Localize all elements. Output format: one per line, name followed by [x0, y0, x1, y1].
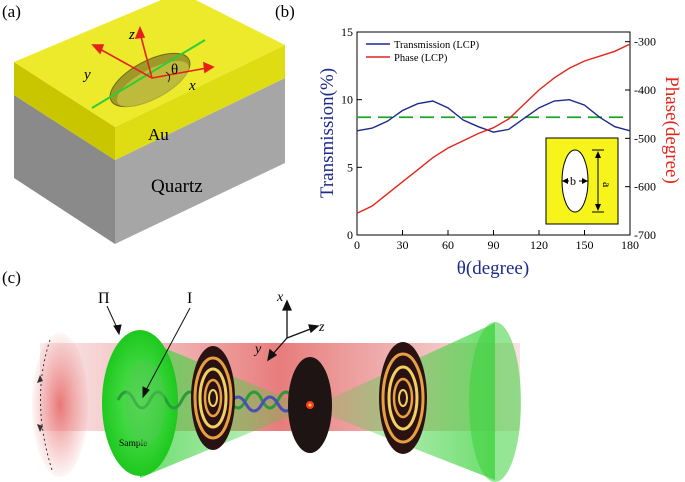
- x-ticks: 0 30 60 90 120 150 180: [354, 230, 639, 252]
- triad-y-label: y: [253, 342, 262, 357]
- legend-label-phase: Phase (LCP): [394, 53, 448, 64]
- inset-b-head-right: [582, 178, 588, 184]
- y-tick-left-label: 5: [347, 160, 353, 174]
- axis-y-label: y: [82, 67, 91, 83]
- coordinate-arrows: [91, 25, 215, 83]
- quartz-right: [115, 78, 285, 244]
- x-tick-label: 180: [621, 238, 639, 252]
- triad-x-label: x: [276, 290, 284, 305]
- inset-a-head-top: [595, 151, 601, 158]
- y-ticks-left: 0 5 10 15: [341, 25, 362, 242]
- x-tick-label: 30: [397, 238, 409, 252]
- y-tick-right-label: -300: [634, 35, 656, 49]
- x-tick-label: 0: [354, 238, 360, 252]
- panel-b-label: (b): [275, 2, 295, 21]
- focus-disk: [288, 357, 332, 453]
- panel-a-label: (a): [2, 2, 21, 21]
- coordinate-triad: [267, 299, 320, 362]
- inset-a-head-bottom: [595, 204, 601, 211]
- x-tick-label: 150: [576, 238, 594, 252]
- au-label: Au: [148, 125, 169, 144]
- y-tick-left-label: 10: [341, 93, 353, 107]
- y-tick-right-label: -400: [634, 83, 656, 97]
- polarization-arrow-2: [37, 424, 43, 432]
- pi-label: Π: [98, 290, 110, 307]
- quartz-front: [14, 95, 115, 244]
- y-tick-right-label: -700: [634, 228, 656, 242]
- y-tick-right-label: -500: [634, 131, 656, 145]
- theta-label: θ: [171, 62, 178, 78]
- axis-z-label: z: [128, 27, 135, 43]
- x-tick-label: 90: [488, 238, 500, 252]
- transmission-line: [356, 98, 631, 133]
- triad-z-label: z: [318, 320, 325, 335]
- polarization-arrow-1: [37, 375, 43, 383]
- y-axis-title-left: Transmission(%): [317, 68, 338, 198]
- gold-right: [115, 45, 285, 160]
- axis-x-label: x: [188, 78, 196, 94]
- gold-front: [14, 62, 115, 160]
- phase-line: [356, 43, 631, 214]
- inset-b-label-bg: [569, 173, 579, 186]
- x-tick-label: 60: [442, 238, 454, 252]
- major-axis-line: [91, 39, 206, 109]
- green-cone-right-cap: [469, 322, 521, 482]
- legend: Transmission (LCP) Phase (LCP): [366, 40, 480, 64]
- panel-a: (a) z y x θ Au Quartz: [2, 0, 285, 244]
- ellipse-inset: a b: [545, 137, 619, 225]
- vortex-disk-left: [191, 346, 235, 450]
- panel-c-label: (c): [2, 268, 21, 287]
- inset-b-head-left: [562, 178, 568, 184]
- x-axis-title: θ(degree): [457, 258, 529, 279]
- y-ticks-right: -300 -400 -500 -600 -700: [625, 35, 656, 242]
- polarization-arc: [40, 339, 53, 471]
- vortex-disk-right: [379, 342, 427, 454]
- inset-label-a: a: [600, 182, 614, 188]
- legend-label-transmission: Transmission (LCP): [394, 40, 480, 51]
- y-tick-right-label: -600: [634, 180, 656, 194]
- y-tick-left-label: 0: [347, 228, 353, 242]
- inset-label-b: b: [570, 174, 576, 188]
- y-axis-title-right: Phase(degree): [661, 76, 682, 184]
- red-beam-end: [32, 333, 88, 477]
- pointer-arrows: [106, 305, 191, 399]
- i-label: I: [187, 290, 192, 307]
- panel-c: (c) Sample: [2, 268, 521, 482]
- x-tick-label: 120: [530, 238, 548, 252]
- sample-label: Sample: [119, 439, 148, 449]
- sample-inner: [125, 361, 165, 445]
- panel-b: (b) 0 30 60 90 120 150 180 0 5 10 15 -300 -400 -500…: [275, 2, 682, 279]
- hole-wall: [116, 61, 190, 107]
- quartz-label: Quartz: [151, 176, 203, 197]
- y-tick-left-label: 15: [341, 25, 353, 39]
